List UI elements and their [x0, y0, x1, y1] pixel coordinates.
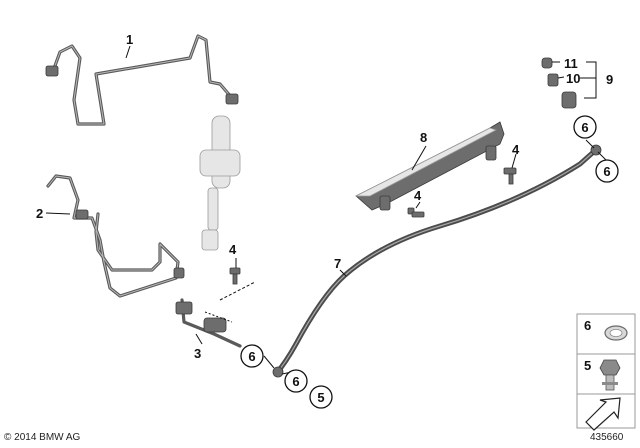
callout-1: 1 — [126, 32, 133, 47]
bleeder-assembly-9[interactable] — [561, 91, 577, 109]
brake-hose-7[interactable] — [272, 144, 602, 378]
bolt-4-lower[interactable] — [229, 267, 241, 285]
banjo-fitting-icon — [272, 366, 284, 378]
callout-4-bracket-upper: 4 — [512, 142, 520, 157]
master-cylinder — [199, 115, 241, 251]
svg-text:5: 5 — [317, 390, 324, 405]
legend-direction-arrow — [576, 393, 636, 431]
fitting-nut-icon — [45, 65, 59, 77]
copyright-notice: © 2014 BMW AG — [4, 432, 81, 443]
callout-8: 8 — [420, 130, 427, 145]
bolt-4-bracket-lower[interactable] — [407, 207, 425, 218]
svg-text:6: 6 — [292, 374, 299, 389]
leader-lines — [45, 45, 607, 375]
legend-banjo-bolt-5[interactable]: 5 — [576, 353, 636, 395]
svg-text:6: 6 — [248, 349, 255, 364]
callout-2: 2 — [36, 206, 43, 221]
circled-callout-6-hose-right: 6 — [595, 159, 619, 183]
legend-seal-ring-6[interactable]: 6 — [576, 313, 636, 355]
circled-callout-6-hose-bottom: 6 — [284, 369, 308, 393]
callout-10: 10 — [566, 71, 580, 86]
circled-callout-6-distributor: 6 — [240, 344, 264, 368]
bolt-4-bracket-upper[interactable] — [503, 167, 517, 185]
callout-9: 9 — [606, 72, 613, 87]
callout-4-bracket-lower: 4 — [414, 188, 422, 203]
hose-bracket-8[interactable] — [355, 121, 505, 211]
callout-3: 3 — [194, 346, 201, 361]
banjo-bolt-icon — [599, 359, 621, 391]
fitting-nut-icon — [173, 267, 185, 279]
fitting-nut-icon — [225, 93, 239, 105]
svg-text:5: 5 — [584, 358, 591, 373]
callout-11: 11 — [564, 56, 578, 71]
diagram-number: 435660 — [590, 432, 624, 443]
cap-11[interactable] — [541, 57, 553, 69]
circled-callout-6-hose-top: 6 — [573, 115, 597, 139]
brake-line-2[interactable] — [46, 174, 185, 298]
circled-callout-5: 5 — [309, 385, 333, 409]
bleeder-valve-10[interactable] — [547, 73, 559, 87]
callout-7: 7 — [334, 256, 341, 271]
brake-line-1[interactable] — [45, 34, 239, 126]
arrow-icon — [585, 397, 621, 431]
svg-text:6: 6 — [603, 164, 610, 179]
svg-text:6: 6 — [584, 318, 591, 333]
brake-distributor-3[interactable] — [175, 281, 256, 348]
fitting-nut-icon — [75, 209, 89, 220]
svg-text:6: 6 — [581, 120, 588, 135]
callout-4-lower: 4 — [229, 242, 237, 257]
